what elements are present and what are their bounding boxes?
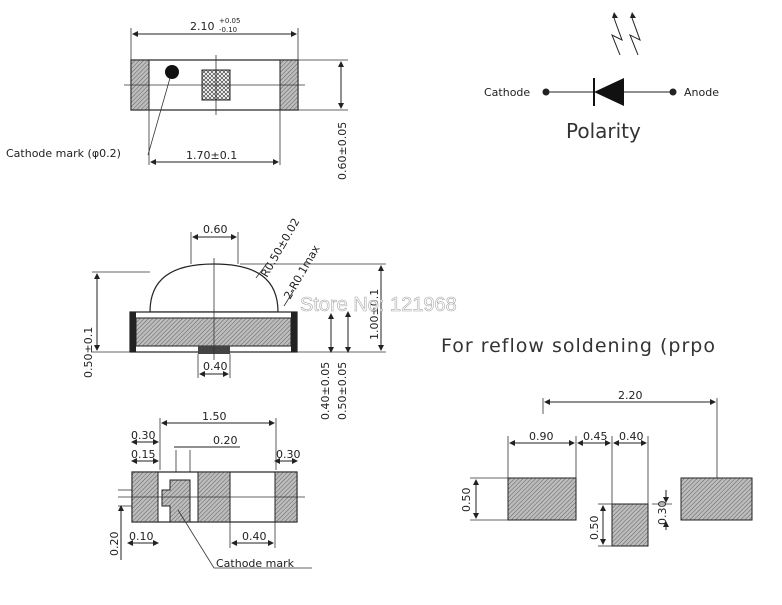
bottom-left-015: 0.15: [131, 448, 156, 461]
bottom-left-010: 0.10: [129, 530, 154, 543]
side-pad-h1: 0.40±0.05: [319, 362, 332, 420]
footprint-right-pad: [680, 477, 753, 521]
bottom-left-030: 0.30: [131, 429, 156, 442]
footprint-pad-w: 0.90: [529, 430, 554, 443]
top-width-tol-plus: +0.05: [219, 17, 240, 25]
side-view: 0.60 R0.50±0.02 2-R0.1max 0.50±0.1 1.00±…: [82, 216, 386, 420]
reflow-title: For reflow soldening (prpo: [441, 335, 716, 357]
side-lens-width: 0.60: [203, 223, 228, 236]
bottom-right-030: 0.30: [276, 448, 301, 461]
footprint-small-w: 0.40: [619, 430, 644, 443]
polarity-symbol: Cathode Anode Polarity: [484, 12, 719, 143]
footprint-small-pad: [611, 503, 649, 547]
side-corner-label: 2-R0.1max: [281, 243, 323, 302]
footprint-pad-h: 0.50: [460, 488, 473, 513]
bottom-pad-040: 0.40: [242, 530, 267, 543]
side-pad-width: 0.40: [203, 360, 228, 373]
bottom-center-020: 0.20: [213, 434, 238, 447]
top-view: 2.10 +0.05 -0.10 0.60±0.05 1.70±0.1 Cath…: [6, 17, 349, 180]
polarity-anode-label: Anode: [684, 86, 719, 99]
footprint-left-pad: [507, 477, 577, 521]
polarity-cathode-label: Cathode: [484, 86, 530, 99]
bottom-cathode-pad: [161, 479, 191, 523]
top-height-label: 0.60±0.05: [336, 122, 349, 180]
footprint-overall: 2.20: [618, 389, 643, 402]
top-width-label: 2.10: [190, 20, 215, 33]
store-watermark: Store No: 121968: [300, 294, 457, 316]
side-substrate: [135, 317, 292, 347]
bottom-overall: 1.50: [202, 410, 227, 423]
side-total-height: 1.00±0.1: [368, 289, 381, 340]
cathode-dot: [165, 65, 179, 79]
side-pad-h2: 0.50±0.05: [336, 362, 349, 420]
footprint-small-h: 0.50: [588, 516, 601, 541]
diode-triangle: [594, 78, 624, 106]
polarity-title: Polarity: [566, 119, 641, 143]
top-inner-width-label: 1.70±0.1: [186, 149, 237, 162]
top-cathode-mark-label: Cathode mark (φ0.2): [6, 147, 121, 160]
side-body-height: 0.50±0.1: [82, 327, 95, 378]
bottom-cathode-mark-label: Cathode mark: [216, 557, 295, 570]
bottom-view: 1.50 0.30 0.15 0.20 0.30 0.20 0.10 0.40 …: [108, 410, 312, 570]
bottom-height-020: 0.20: [108, 532, 121, 557]
footprint-offset: 0.30: [656, 501, 669, 526]
footprint-gap: 0.45: [583, 430, 608, 443]
top-width-tol-minus: -0.10: [219, 26, 237, 34]
solder-footprint: 2.20 0.90 0.45 0.40 0.50 0.50 0.30: [460, 389, 753, 547]
